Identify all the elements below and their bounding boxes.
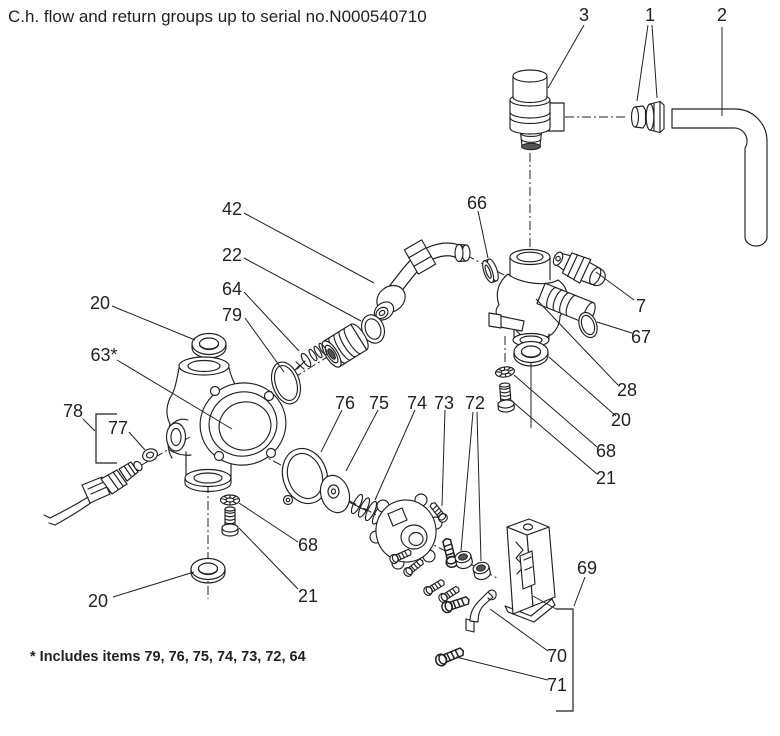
part-20-washer-right (513, 340, 549, 367)
part-label-68-right: 68 (596, 441, 616, 461)
diagram-title: C.h. flow and return groups up to serial… (8, 7, 427, 26)
part-66-washer (482, 258, 499, 284)
part-79-gasket (270, 361, 302, 405)
part-2-bent-pipe (671, 108, 768, 247)
part-label-20-top: 20 (90, 293, 110, 313)
part-label-1: 1 (645, 5, 655, 25)
part-label-64: 64 (222, 279, 242, 299)
part-label-28: 28 (617, 380, 637, 400)
part-label-70: 70 (547, 646, 567, 666)
part-label-74: 74 (407, 393, 427, 413)
part-78-sensor (43, 460, 143, 526)
part-label-20-bottom: 20 (88, 591, 108, 611)
part-label-72: 72 (465, 393, 485, 413)
part-68-star-washer-left (219, 494, 241, 506)
leader-lines (82, 24, 723, 681)
part-67-o-ring (578, 311, 598, 339)
part-label-77: 77 (108, 418, 128, 438)
part-20-washer-top (191, 332, 227, 359)
diverter-housing (369, 493, 443, 570)
part-68-star-washer-right (494, 365, 516, 379)
part-63-flow-body (165, 356, 287, 493)
part-label-69: 69 (577, 558, 597, 578)
part-label-21-right: 21 (596, 468, 616, 488)
part-label-22: 22 (222, 245, 242, 265)
part-label-78: 78 (63, 401, 83, 421)
part-label-42: 42 (222, 199, 242, 219)
diagram-footnote: * Includes items 79, 76, 75, 74, 73, 72,… (30, 649, 306, 665)
part-labels: 3 1 2 42 22 64 79 20 63* 78 77 76 75 74 … (63, 5, 727, 695)
part-71-screw (433, 644, 467, 669)
part-77-washer (142, 448, 158, 462)
part-label-3: 3 (579, 5, 589, 25)
part-label-79: 79 (222, 305, 242, 325)
part-64-cartridge (292, 323, 369, 373)
part-1-fittings (630, 100, 665, 134)
part-label-63: 63* (90, 345, 117, 365)
part-label-76: 76 (335, 393, 355, 413)
part-69-microswitch (504, 518, 556, 623)
part-label-66: 66 (467, 193, 487, 213)
part-76-diaphragm (281, 447, 329, 506)
part-label-2: 2 (717, 5, 727, 25)
part-42-pipe (373, 239, 471, 321)
bracket-78 (95, 413, 117, 464)
part-label-7: 7 (636, 296, 646, 316)
part-label-73: 73 (434, 393, 454, 413)
part-label-21-left: 21 (298, 586, 318, 606)
part-7-fitting (552, 251, 606, 287)
part-label-67: 67 (631, 327, 651, 347)
part-3-air-vent-valve (509, 69, 565, 151)
part-75-disc (319, 474, 368, 514)
part-21-screw-left (221, 506, 239, 537)
part-20-washer-bottom (190, 557, 226, 584)
part-label-71: 71 (547, 675, 567, 695)
part-label-68-left: 68 (298, 535, 318, 555)
part-label-75: 75 (369, 393, 389, 413)
part-21-screw-right (495, 381, 516, 414)
part-70-clip (465, 589, 497, 633)
bracket-69 (556, 608, 574, 712)
part-label-20-right: 20 (611, 410, 631, 430)
